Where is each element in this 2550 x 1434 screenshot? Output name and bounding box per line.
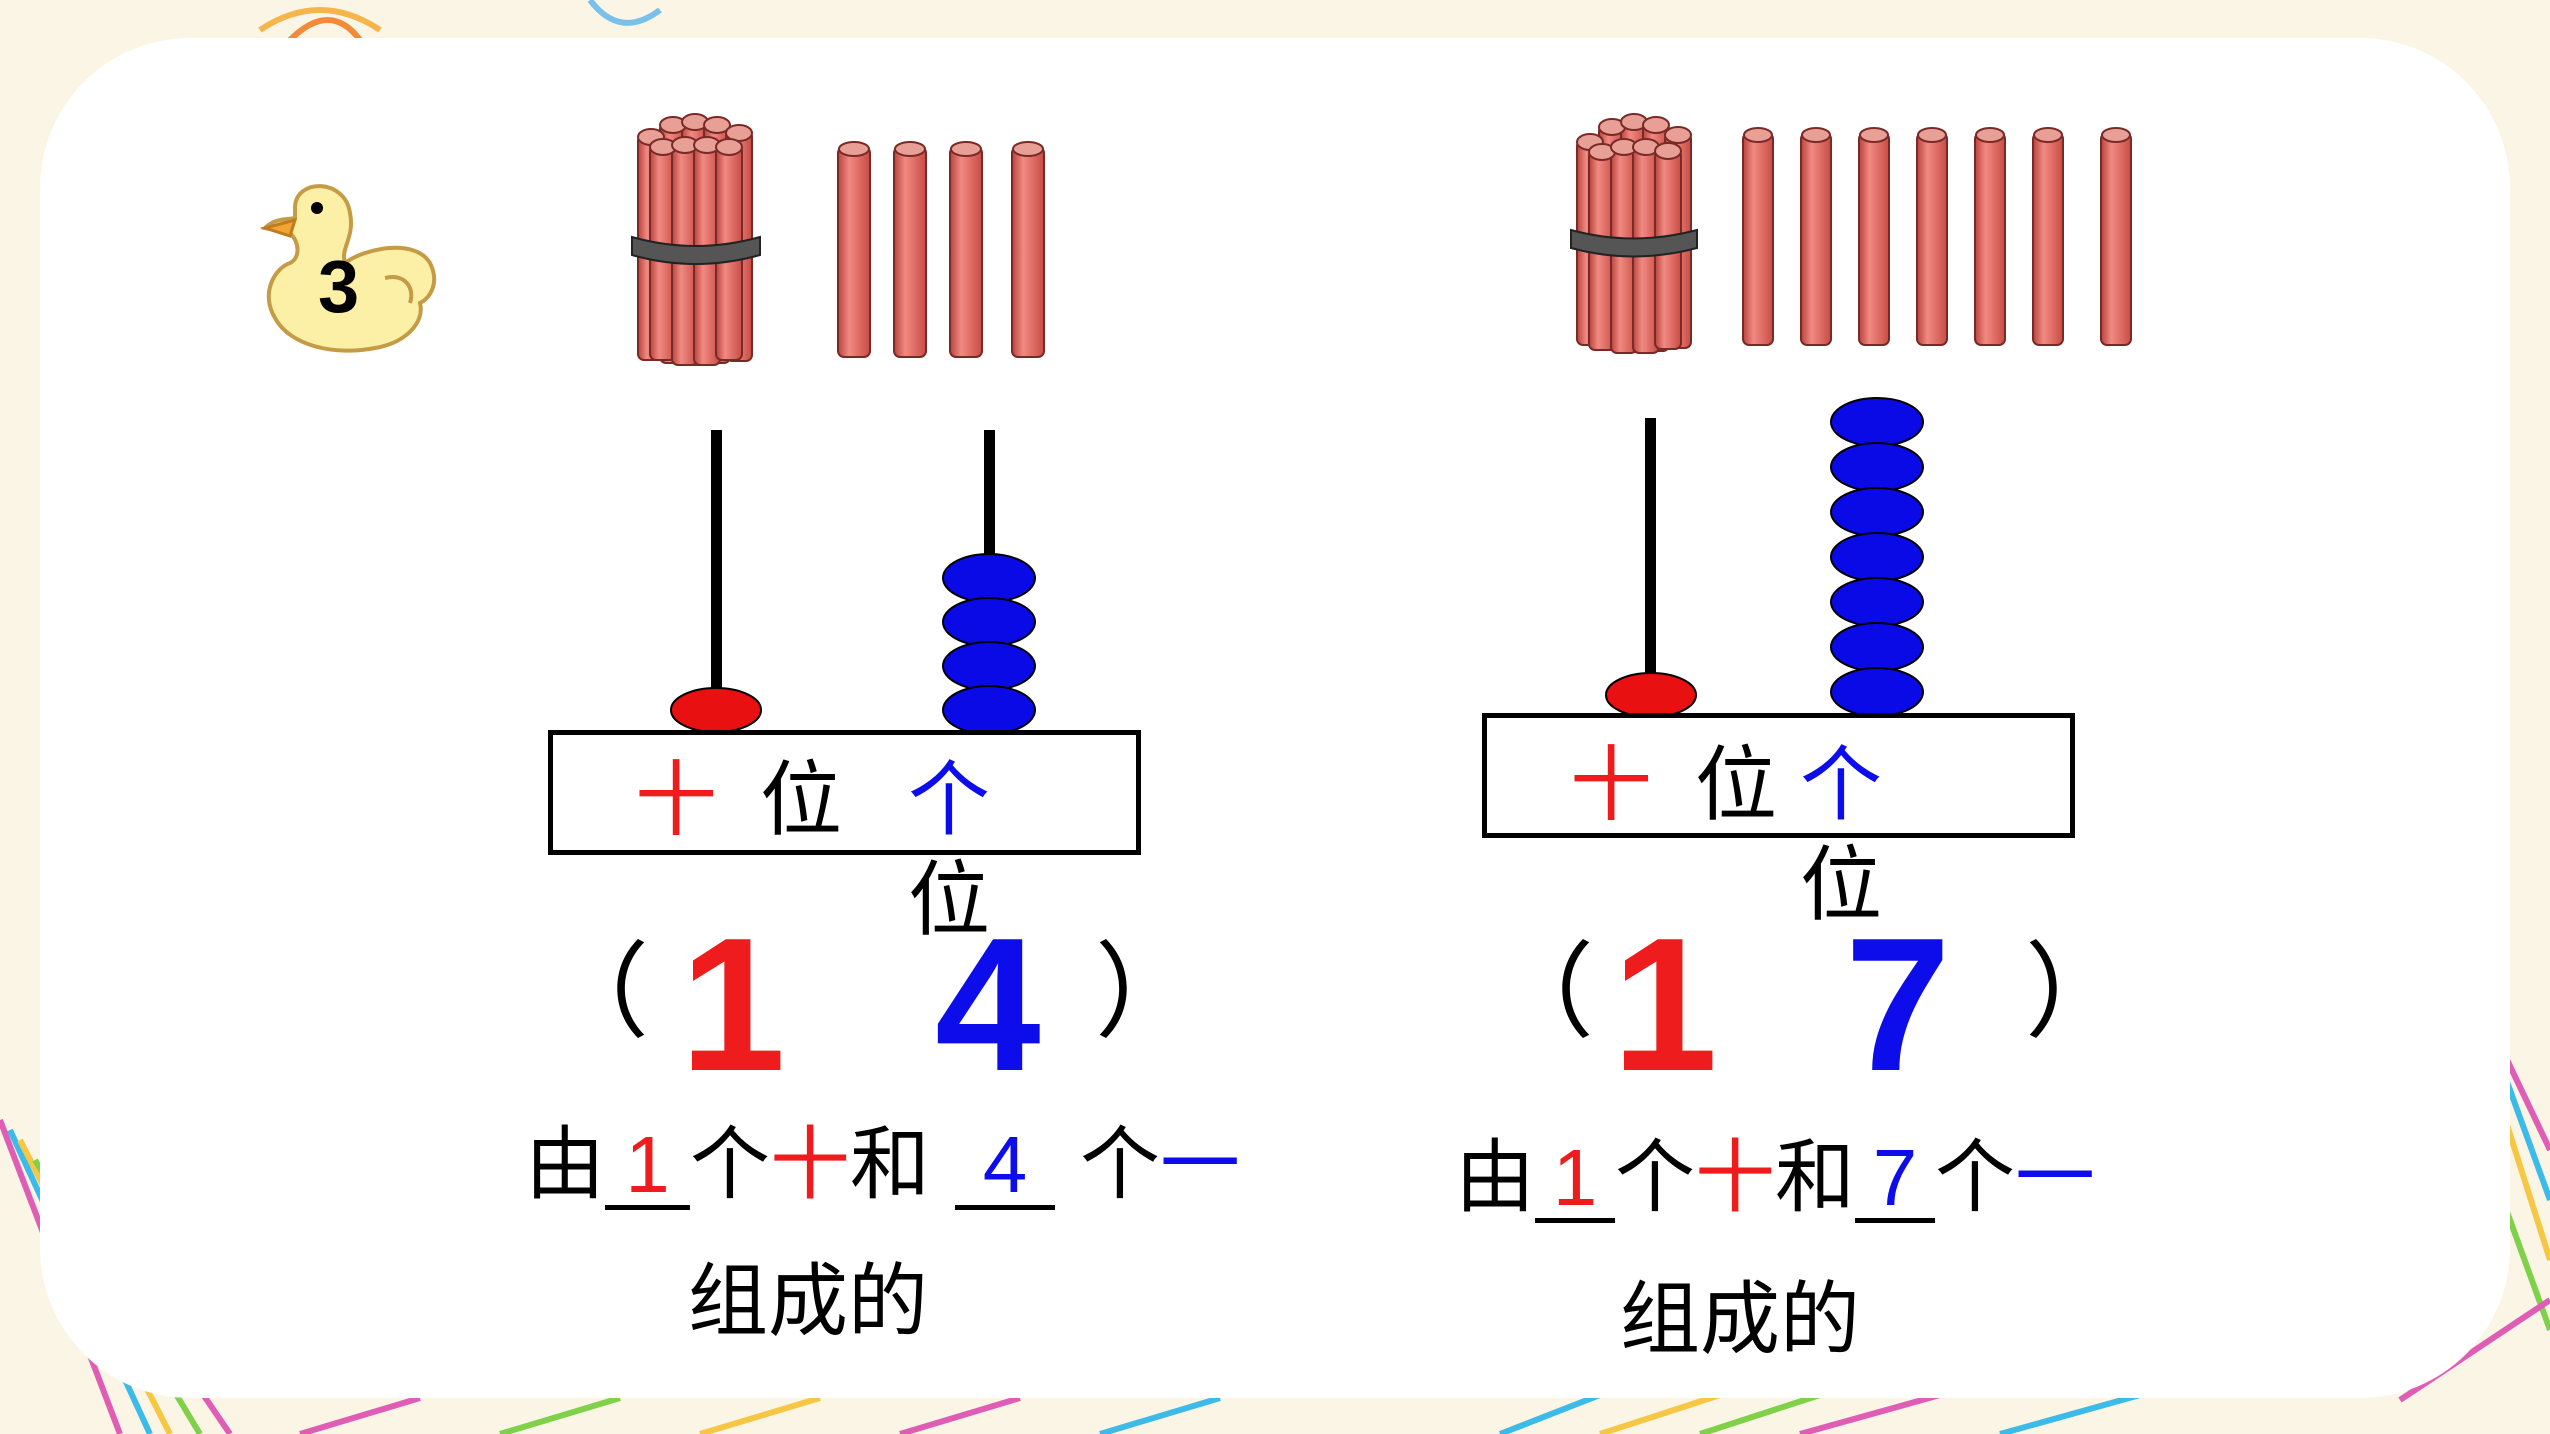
left-abacus-base bbox=[548, 730, 1141, 855]
right-tens-label: 十 bbox=[1570, 738, 1653, 833]
right-sticks bbox=[1570, 113, 2132, 354]
left-paren-open: （ bbox=[545, 931, 650, 1053]
left-tens-digit: 1 bbox=[680, 899, 786, 1111]
right-single-sticks bbox=[1742, 132, 2132, 346]
left-tens-wei: 位 bbox=[760, 753, 843, 848]
right-ones-blank[interactable]: 7 bbox=[1855, 1138, 1935, 1223]
right-tens-blank[interactable]: 1 bbox=[1535, 1138, 1615, 1223]
left-ones-label: 个 bbox=[908, 753, 991, 848]
content-card bbox=[40, 38, 2510, 1398]
left-ones-digit: 4 bbox=[935, 899, 1041, 1111]
left-ones-blank[interactable]: 4 bbox=[955, 1125, 1055, 1210]
left-paren-close: ） bbox=[1095, 931, 1200, 1053]
duck-icon bbox=[259, 184, 437, 353]
left-ones-wei: 位 bbox=[908, 853, 991, 948]
right-tens-rod bbox=[1645, 418, 1656, 683]
left-tens-rod bbox=[711, 430, 722, 695]
left-tens-label: 十 bbox=[635, 753, 718, 848]
right-tens-wei: 位 bbox=[1695, 738, 1778, 833]
left-single-sticks bbox=[837, 146, 1045, 358]
badge-number: 3 bbox=[318, 245, 360, 328]
left-sentence-end: 组成的 bbox=[688, 1255, 928, 1348]
right-ones-digit: 7 bbox=[1845, 899, 1951, 1111]
right-paren-close: ） bbox=[2025, 931, 2130, 1053]
left-sticks bbox=[631, 113, 1045, 366]
right-ones-label: 个 bbox=[1800, 738, 1883, 833]
right-tens-digit: 1 bbox=[1612, 899, 1718, 1111]
right-sentence-end: 组成的 bbox=[1620, 1273, 1860, 1366]
right-abacus-base bbox=[1482, 713, 2075, 838]
right-paren-open: （ bbox=[1490, 931, 1595, 1053]
left-tens-blank[interactable]: 1 bbox=[605, 1125, 690, 1210]
right-beads bbox=[1605, 397, 1924, 718]
right-ones-wei: 位 bbox=[1800, 838, 1883, 933]
left-beads bbox=[670, 553, 1036, 735]
